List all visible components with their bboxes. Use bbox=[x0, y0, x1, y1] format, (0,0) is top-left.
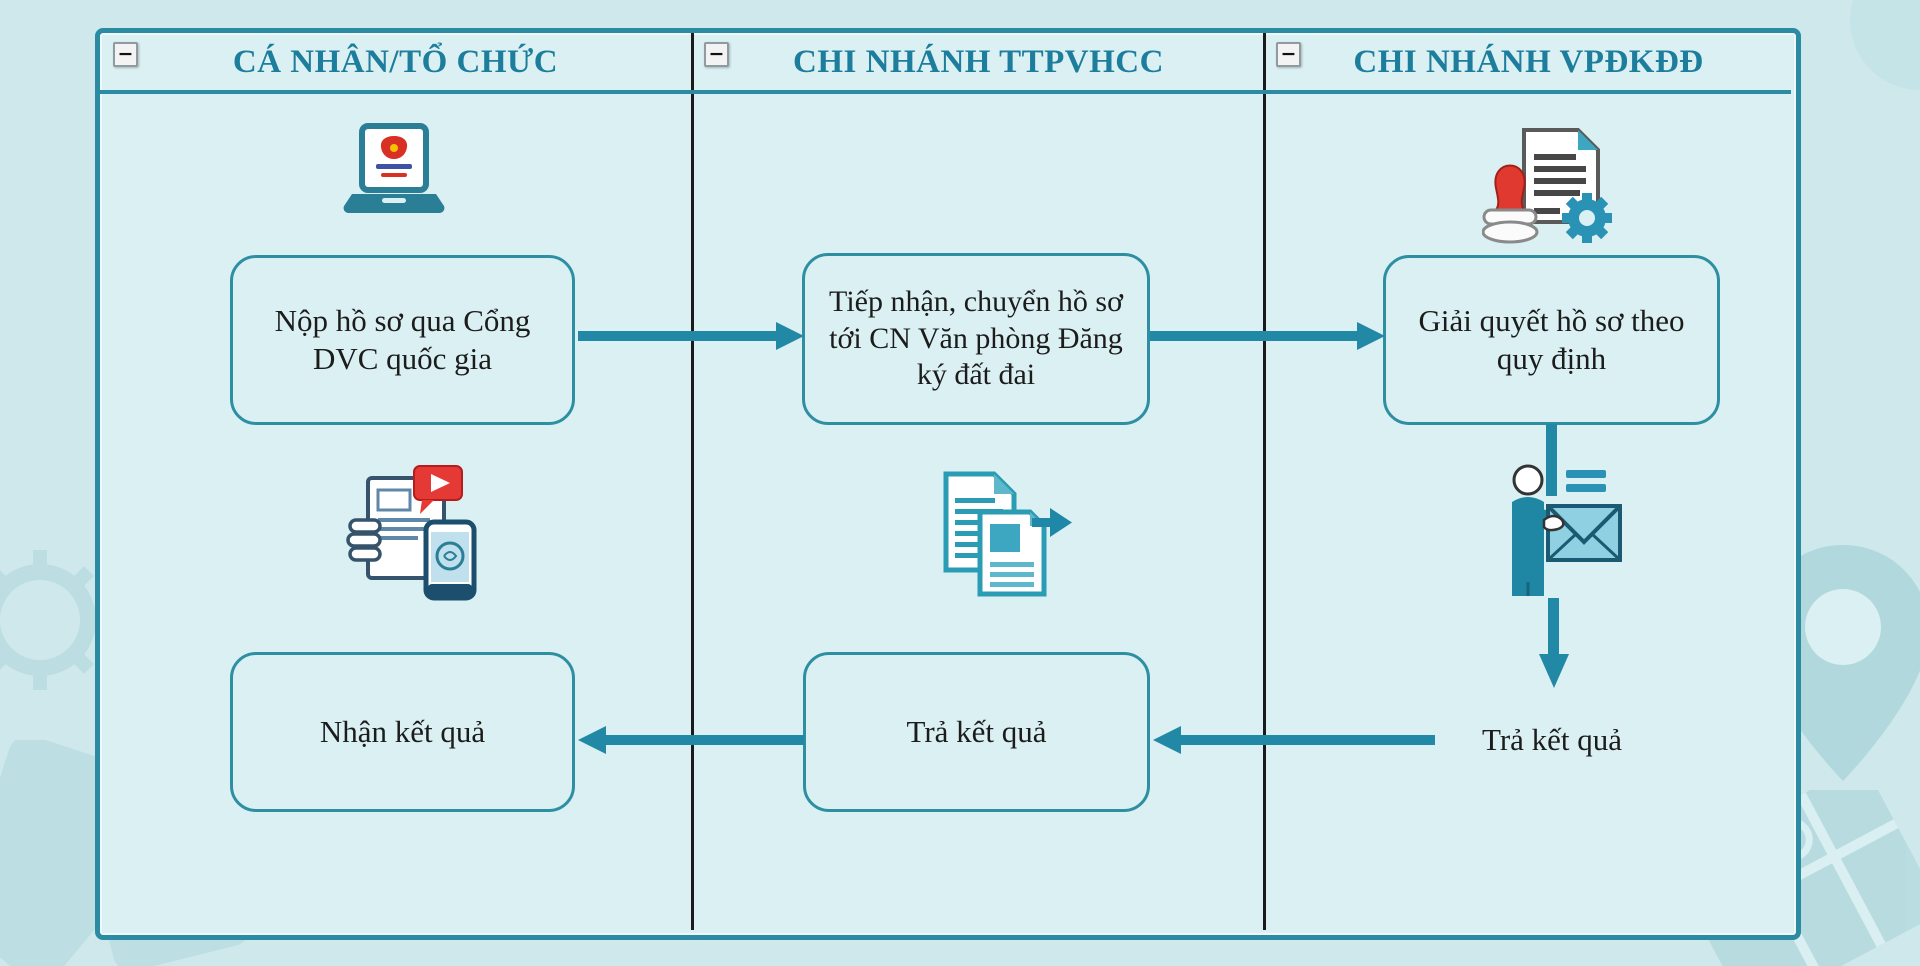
node-submit-portal: Nộp hồ sơ qua Cổng DVC quốc gia bbox=[230, 255, 575, 425]
documents-transfer-icon bbox=[943, 471, 1072, 597]
lane-divider bbox=[691, 33, 694, 930]
node-return-result-branch: Trả kết quả bbox=[803, 652, 1150, 812]
background-blob-decoration bbox=[1850, 0, 1920, 90]
connector-resolve-to-person bbox=[1546, 424, 1557, 496]
lane-header-ca-nhan-to-chuc: CÁ NHÂN/TỔ CHỨC bbox=[232, 43, 559, 80]
node-return-result-office: Trả kết quả bbox=[1481, 722, 1623, 757]
collapse-minus-button[interactable]: − bbox=[1276, 42, 1301, 67]
arrow-person-to-return bbox=[1539, 598, 1569, 688]
hand-documents-phone-icon bbox=[346, 465, 477, 601]
lane-header-chi-nhanh-vpdkdd: CHI NHÁNH VPĐKĐĐ bbox=[1353, 43, 1704, 80]
laptop-portal-icon bbox=[343, 123, 445, 214]
arrow-submit-to-intake bbox=[578, 322, 804, 350]
arrow-branch-return-to-citizen bbox=[578, 726, 804, 754]
node-receive-result: Nhận kết quả bbox=[230, 652, 575, 812]
stamp-gear-icon bbox=[1482, 128, 1612, 244]
header-separator-line bbox=[100, 90, 1791, 94]
arrow-office-return-to-branch bbox=[1153, 726, 1435, 754]
arrow-intake-to-resolve bbox=[1150, 322, 1385, 350]
lane-header-chi-nhanh-ttpvhcc: CHI NHÁNH TTPVHCC bbox=[793, 43, 1164, 80]
node-intake-transfer: Tiếp nhận, chuyển hồ sơ tới CN Văn phòng… bbox=[802, 253, 1150, 425]
person-envelope-icon bbox=[1512, 464, 1622, 596]
collapse-minus-button[interactable]: − bbox=[113, 42, 138, 67]
collapse-minus-button[interactable]: − bbox=[704, 42, 729, 67]
node-resolve-dossier: Giải quyết hồ sơ theo quy định bbox=[1383, 255, 1720, 425]
lane-divider bbox=[1263, 33, 1266, 930]
